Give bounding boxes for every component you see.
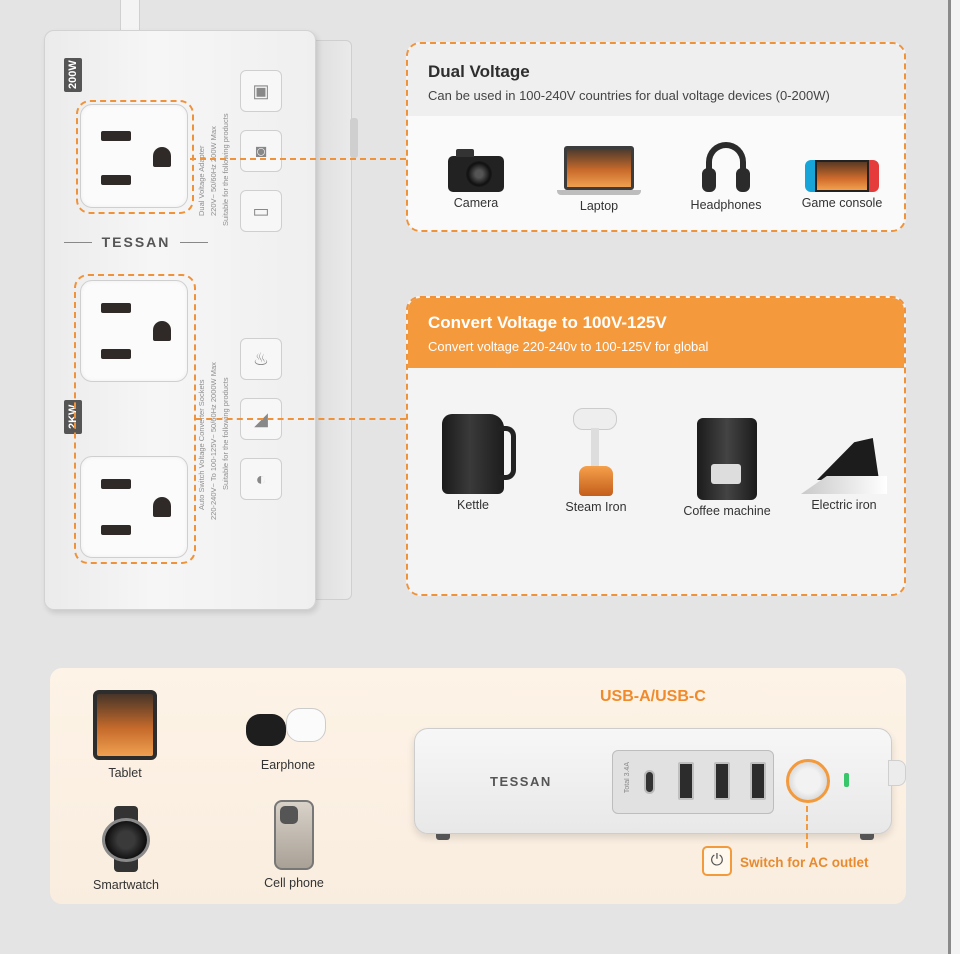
mini-kettle-icon: ♨ [240, 338, 282, 380]
page-edge [948, 0, 960, 954]
connector-line [196, 418, 406, 420]
dual-voltage-panel: Dual Voltage Can be used in 100-240V cou… [406, 42, 906, 232]
camera-icon [448, 149, 504, 192]
strip-foot [860, 834, 874, 840]
dual-voltage-spec-3: Suitable for the following products [221, 113, 230, 226]
outlet-slot [101, 525, 131, 535]
outlet-slot [101, 303, 131, 313]
device-label: Cell phone [264, 876, 324, 890]
dual-voltage-devices: Camera Laptop Headphones Game console [408, 116, 904, 230]
game-console-icon [805, 160, 879, 192]
device-electric-iron: Electric iron [796, 428, 892, 512]
mini-game-icon: ▣ [240, 70, 282, 112]
mini-laptop-icon: ▭ [240, 190, 282, 232]
outlet-ground [153, 497, 171, 517]
connector-line [190, 158, 406, 160]
device-headphones: Headphones [684, 142, 768, 212]
cell-phone-icon [274, 800, 314, 870]
outlet-slot [101, 349, 131, 359]
mini-camera-icon: ◙ [240, 130, 282, 172]
steam-iron-icon [571, 408, 621, 496]
dual-voltage-spec-1: Dual Voltage Adapter [197, 145, 206, 216]
device-game-console: Game console [794, 160, 890, 210]
usb-a-port [678, 762, 694, 800]
device-smartwatch: Smartwatch [78, 806, 174, 892]
device-label: Smartwatch [93, 878, 159, 892]
power-icon: ⏻ [702, 846, 732, 876]
outlet-slot [101, 175, 131, 185]
dual-voltage-title: Dual Voltage [428, 62, 530, 81]
dual-voltage-header: Dual Voltage Can be used in 100-240V cou… [408, 44, 904, 116]
device-label: Steam Iron [565, 500, 627, 514]
outlet-ground [153, 147, 171, 167]
device-label: Laptop [579, 199, 619, 213]
outlet-ground [153, 321, 171, 341]
convert-voltage-panel: Convert Voltage to 100V-125V Convert vol… [406, 296, 906, 596]
ac-switch-knob[interactable] [786, 759, 830, 803]
converter-spec-1: Auto Switch Voltage Converter Sockets [197, 379, 206, 511]
device-camera: Camera [434, 149, 518, 210]
converter-spec-2: 220-240V~ To 100-125V~ 50/60Hz 2000W Max [209, 362, 218, 520]
switch-label: Switch for AC outlet [740, 855, 869, 870]
convert-voltage-devices: Kettle Steam Iron Coffee machine Electri… [408, 368, 904, 594]
status-led [844, 773, 849, 787]
convert-voltage-title: Convert Voltage to 100V-125V [428, 313, 667, 332]
mini-dryer-icon: ◐ [240, 458, 282, 500]
convert-voltage-header: Convert Voltage to 100V-125V Convert vol… [408, 298, 904, 368]
connector-line [806, 806, 808, 848]
kettle-icon [442, 414, 516, 494]
strip-side [312, 40, 352, 600]
strip-brand: TESSAN [62, 232, 210, 252]
device-label: Coffee machine [683, 504, 771, 518]
badge-200w: 200W [64, 58, 82, 92]
strip-side-button [350, 118, 358, 158]
device-coffee-machine: Coffee machine [674, 418, 780, 518]
strip-foot [436, 834, 450, 840]
device-earphone: Earphone [240, 708, 336, 772]
device-laptop: Laptop [554, 146, 644, 213]
usb-a-port [714, 762, 730, 800]
device-steam-iron: Steam Iron [554, 408, 638, 514]
device-label: Headphones [690, 198, 762, 212]
device-label: Kettle [457, 498, 489, 512]
device-kettle: Kettle [434, 414, 516, 512]
smartwatch-icon [100, 806, 152, 872]
device-tablet: Tablet [80, 690, 170, 780]
laptop-base [557, 190, 641, 195]
device-label: Tablet [108, 766, 142, 780]
usb-strip-cord [888, 760, 906, 786]
usb-c-port [644, 770, 655, 794]
divider [180, 241, 209, 243]
converter-outlet-1 [80, 280, 188, 382]
device-label: Game console [801, 196, 883, 210]
dual-voltage-outlet [80, 104, 188, 208]
dual-voltage-subtitle: Can be used in 100-240V countries for du… [428, 88, 830, 103]
usb-title: USB-A/USB-C [600, 688, 706, 705]
device-cell-phone: Cell phone [248, 800, 340, 890]
usb-port-label: Total 3.4A [624, 762, 631, 794]
tablet-icon [93, 690, 157, 760]
divider [63, 241, 92, 243]
laptop-icon [564, 146, 634, 190]
outlet-slot [101, 479, 131, 489]
brand-logo: TESSAN [101, 234, 171, 250]
device-label: Camera [453, 196, 499, 210]
converter-outlet-2 [80, 456, 188, 558]
coffee-machine-icon [697, 418, 757, 500]
power-cord [120, 0, 140, 32]
outlet-slot [101, 131, 131, 141]
usb-a-port [750, 762, 766, 800]
usb-strip-brand: TESSAN [490, 774, 552, 789]
dual-voltage-outlet-highlight [76, 100, 194, 214]
electric-iron-icon [801, 428, 887, 494]
earphone-icon [246, 708, 330, 752]
device-label: Electric iron [811, 498, 877, 512]
converter-spec-3: Suitable for the following products [221, 377, 230, 490]
convert-voltage-subtitle: Convert voltage 220-240v to 100-125V for… [428, 339, 709, 354]
dual-voltage-spec-2: 220V~ 50/60Hz 200W Max [209, 126, 218, 216]
device-label: Earphone [260, 758, 316, 772]
headphones-icon [702, 142, 750, 194]
converter-outlets-highlight [74, 274, 196, 564]
